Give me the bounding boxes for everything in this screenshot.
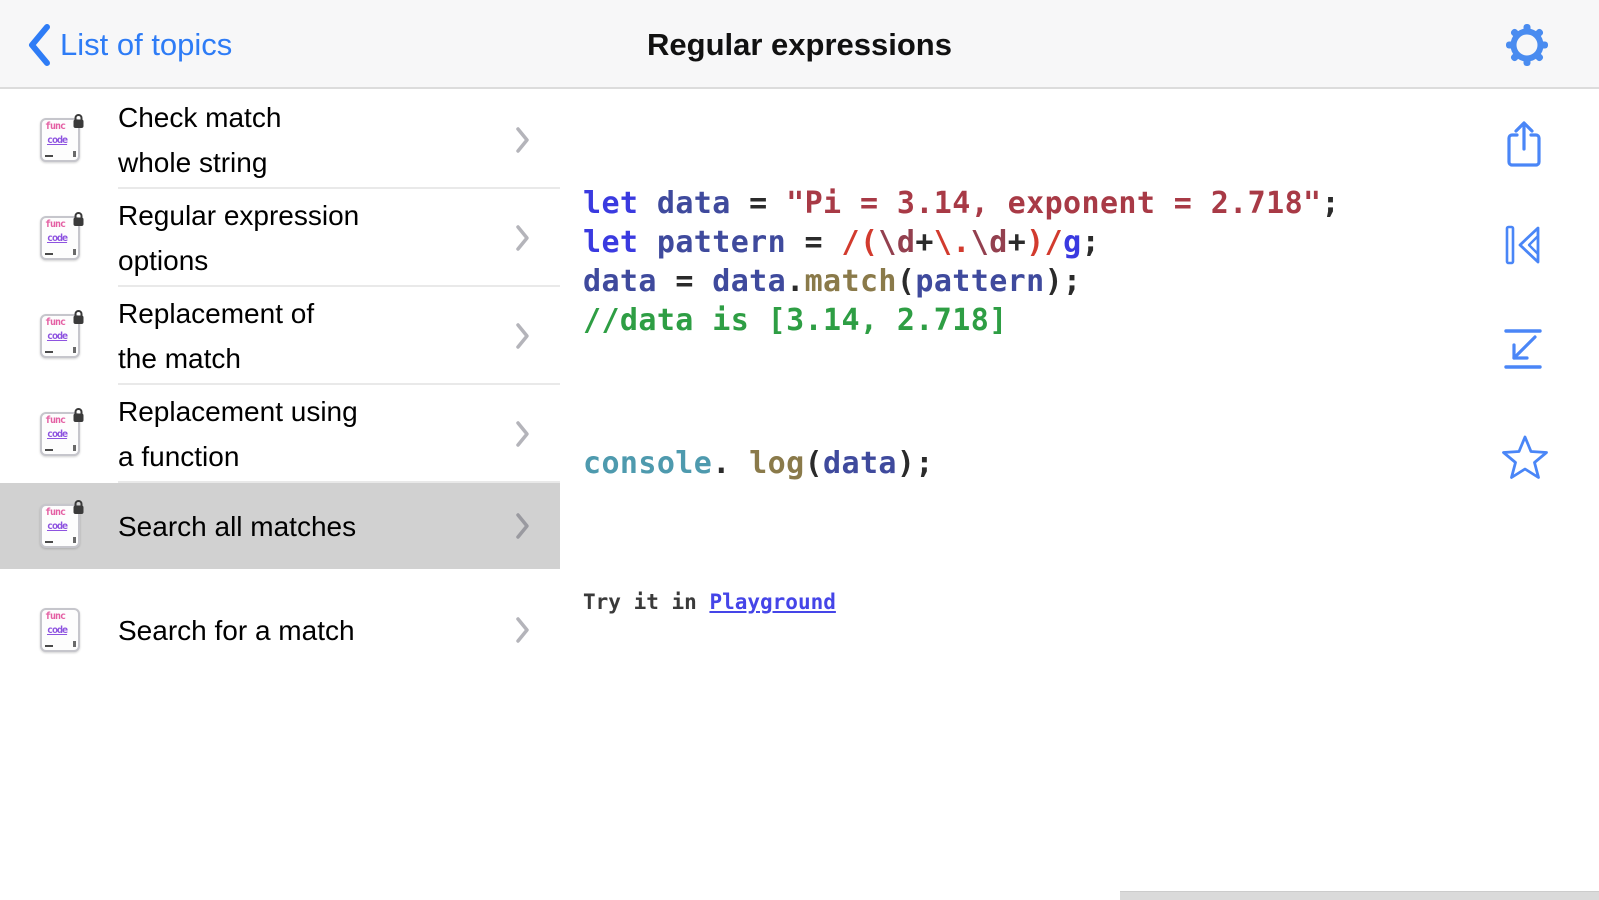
try-it-line: Try it in Playground (583, 583, 1479, 622)
code-token: data (656, 186, 731, 221)
chevron-right-icon (516, 513, 529, 539)
share-button[interactable] (1500, 119, 1548, 174)
lock-icon (73, 310, 84, 324)
detail-pane: let data = "Pi = 3.14, exponent = 2.718"… (560, 91, 1599, 900)
split-view: func code Check match whole string (0, 91, 1599, 900)
sidebar-item-replacement-of-the-match[interactable]: func code Replacement of the match (0, 287, 560, 385)
chevron-right-icon (516, 421, 529, 447)
sidebar-item-replacement-using-a-function[interactable]: func code Replacement using a function (0, 385, 560, 483)
code-token: = (786, 225, 842, 260)
code-token: "Pi = 3.14, exponent = 2.718" (786, 186, 1322, 221)
skip-to-start-icon (1505, 225, 1540, 265)
sidebar-item-label: Replacement of the match (118, 298, 315, 374)
code-note-icon: func code (38, 310, 84, 360)
code-token: /( (841, 225, 879, 260)
navigation-bar: List of topics Regular expressions (0, 0, 1599, 89)
chevron-right-icon (516, 127, 529, 153)
code-token: ( (896, 264, 916, 299)
code-token: \. (933, 225, 971, 260)
code-token: let (583, 186, 657, 221)
code-block: let data = "Pi = 3.14, exponent = 2.718"… (583, 184, 1479, 340)
sidebar-item-search-all-matches[interactable]: func code Search all matches (0, 483, 560, 569)
sidebar-item-search-for-a-match[interactable]: func code Search for a match (0, 587, 560, 673)
code-note-icon: func code (38, 606, 84, 654)
sidebar-item-label: Check match whole string (118, 102, 282, 178)
sidebar-item-check-match-whole-string[interactable]: func code Check match whole string (0, 91, 560, 189)
code-token: pattern (915, 264, 1045, 299)
code-token: . (712, 446, 750, 481)
sidebar-item-label: Regular expression options (118, 200, 360, 276)
chevron-left-icon (29, 23, 50, 66)
code-token: ; (1321, 186, 1340, 221)
code-token: data (823, 446, 897, 481)
code-token: ( (804, 446, 824, 481)
page-title: Regular expressions (647, 26, 952, 62)
skip-to-start-button[interactable] (1500, 223, 1546, 272)
back-button-label: List of topics (60, 26, 233, 62)
sidebar-item-label: Search all matches (118, 510, 357, 542)
code-token: \d (970, 225, 1008, 260)
lock-icon (73, 114, 84, 128)
lock-icon (73, 408, 84, 422)
code-token: )/ (1026, 225, 1064, 260)
code-token: \d (878, 225, 916, 260)
code-token: match (804, 264, 897, 299)
gear-icon (1506, 24, 1548, 66)
try-it-prefix: Try it in (583, 590, 710, 614)
code-note-icon: func code (38, 500, 84, 550)
code-note-icon: func code (38, 114, 84, 164)
code-token: let (583, 225, 657, 260)
lock-icon (73, 500, 84, 514)
code-token: = (730, 186, 787, 221)
sidebar-item-regular-expression-options[interactable]: func code Regular expression options (0, 189, 560, 287)
code-token: data (583, 264, 657, 299)
code-token: console (583, 446, 713, 481)
sidebar-item-label: Replacement using a function (118, 396, 358, 472)
star-icon (1502, 435, 1548, 479)
code-token: //data is [3.14, 2.718] (583, 303, 1008, 338)
code-sample: let data = "Pi = 3.14, exponent = 2.718"… (583, 106, 1479, 700)
favorite-button[interactable] (1500, 433, 1550, 486)
code-token: log (749, 446, 805, 481)
code-token: + (915, 225, 934, 260)
code-token: ); (1044, 264, 1082, 299)
playground-link[interactable]: Playground (709, 590, 836, 614)
code-note-icon: func code (38, 212, 84, 262)
code-token: + (1007, 225, 1027, 260)
code-line-console: console. log(data); (583, 444, 1479, 483)
chevron-right-icon (516, 617, 529, 643)
code-token: data (712, 264, 787, 299)
topic-sidebar: func code Check match whole string (0, 91, 560, 900)
code-token: pattern (656, 225, 787, 260)
back-button[interactable]: List of topics (26, 0, 232, 89)
bottom-bar (1120, 891, 1599, 900)
share-icon (1507, 121, 1541, 167)
code-note-icon: func code (38, 408, 84, 458)
arrow-down-left-between-lines-icon (1504, 329, 1542, 369)
chevron-right-icon (516, 225, 529, 251)
chevron-right-icon (516, 323, 529, 349)
code-token: g (1063, 225, 1082, 260)
collapse-button[interactable] (1500, 327, 1546, 376)
code-token: ); (896, 446, 934, 481)
settings-button[interactable] (1503, 21, 1551, 69)
sidebar-item-label: Search for a match (118, 614, 355, 646)
code-token: ; (1081, 225, 1101, 260)
code-token: . (786, 264, 805, 299)
code-token: = (656, 264, 713, 299)
lock-icon (73, 212, 84, 226)
